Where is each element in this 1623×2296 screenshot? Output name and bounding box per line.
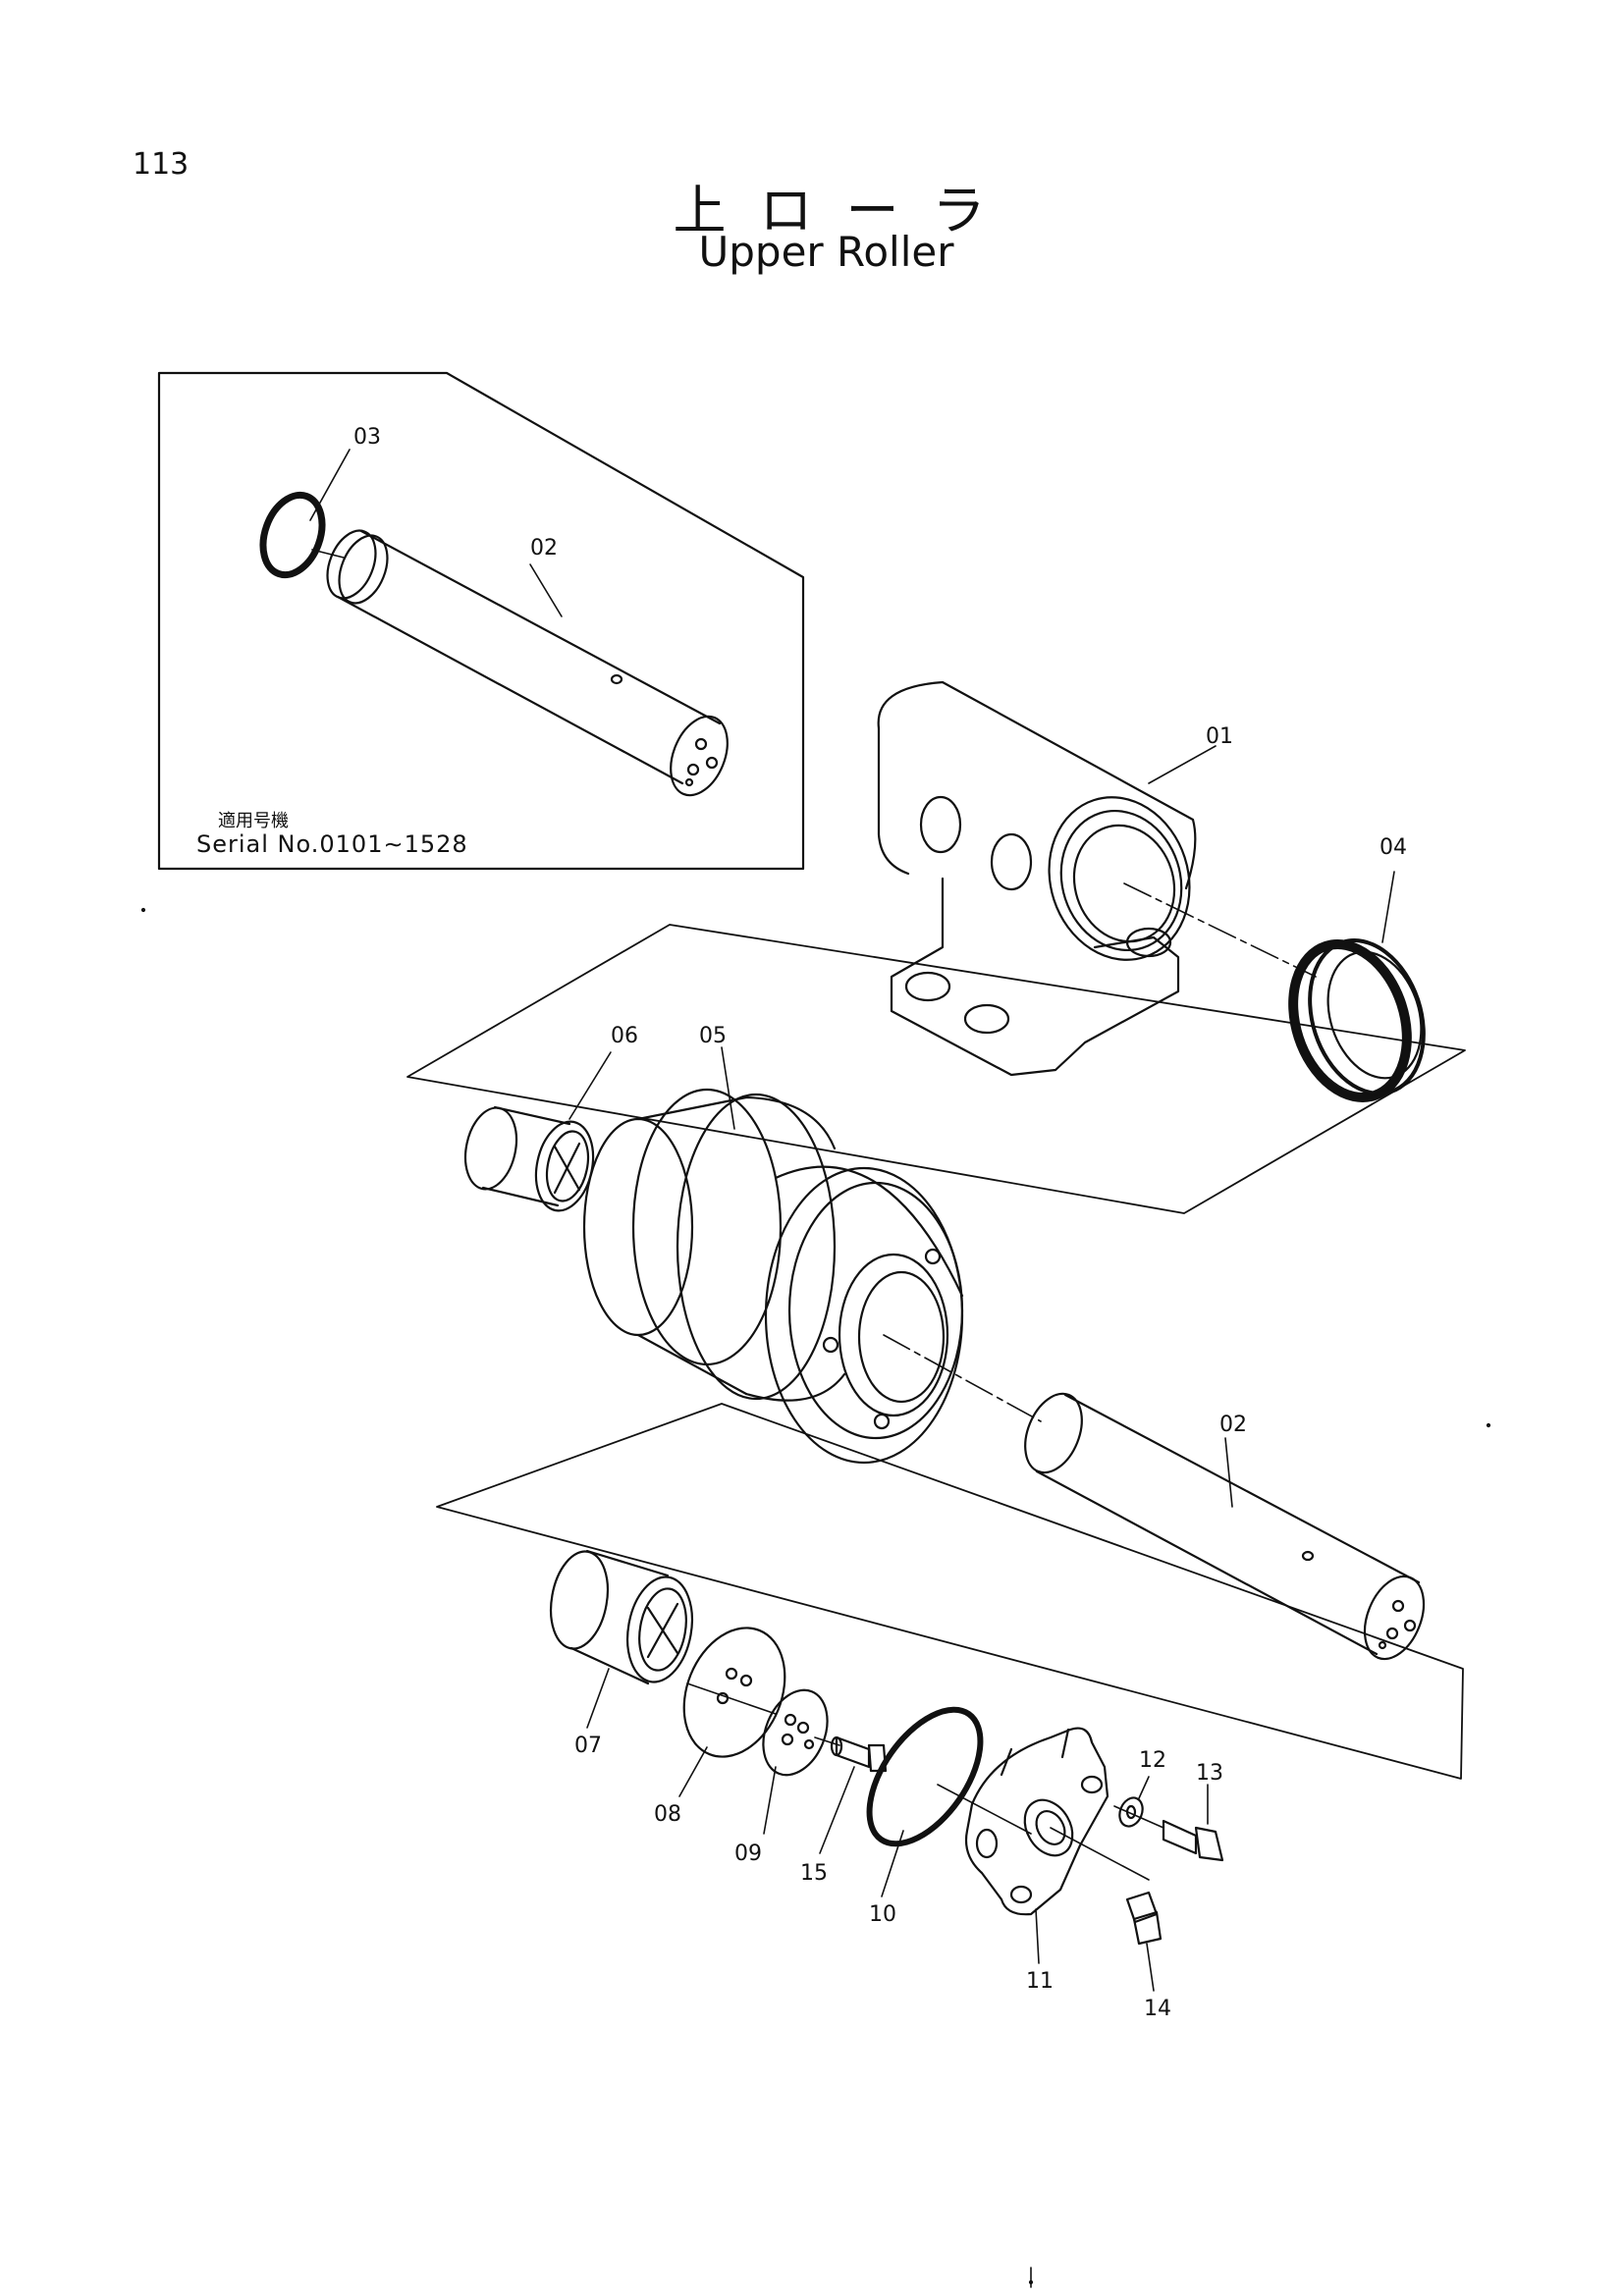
callout-02-inset: 02 [530,536,558,561]
part-13-bolt [1162,1819,1224,1862]
page-title-japanese: 上ローラ [673,180,1019,241]
page-number: 113 [133,147,189,182]
callout-14: 14 [1144,1997,1171,2021]
callout-07: 07 [574,1734,602,1758]
callout-10: 10 [869,1902,896,1927]
inset-frame [157,371,805,871]
part-02-pin-inset [326,529,729,797]
callout-01: 01 [1206,724,1233,749]
part-06-bushing [463,1105,595,1212]
callout-06: 06 [611,1024,638,1048]
callout-13: 13 [1196,1761,1223,1786]
part-12-washer [1118,1796,1144,1828]
callout-12: 12 [1139,1748,1166,1773]
callout-11: 11 [1026,1969,1054,1994]
part-15-bolt [830,1735,888,1773]
part-02-pin-main [1024,1392,1426,1661]
part-08-plate [682,1627,786,1758]
callout-03: 03 [353,425,381,450]
callout-08: 08 [654,1802,681,1827]
part-03-oring [259,491,326,579]
part-07-bushing [549,1549,693,1685]
assembly-plane-upper [406,924,1466,1214]
part-01-bracket [877,680,1197,1077]
inset-serial-range: Serial No.0101∼1528 [196,830,468,858]
callout-02-main: 02 [1219,1413,1247,1437]
inset-applicable-label: 適用号機 [218,811,289,831]
part-09-plate [762,1688,829,1777]
callout-09: 09 [734,1842,762,1866]
part-11-endcap [964,1727,1109,1916]
callout-05: 05 [699,1024,727,1048]
page-title-english: Upper Roller [698,228,954,276]
part-10-oring [866,1706,984,1847]
part-05-roller [582,1088,964,1465]
part-14-plug [1125,1891,1163,1946]
callout-04: 04 [1380,835,1407,860]
assembly-plane-lower [436,1403,1464,1780]
part-04-seal [1288,938,1426,1102]
callout-15: 15 [800,1861,828,1886]
